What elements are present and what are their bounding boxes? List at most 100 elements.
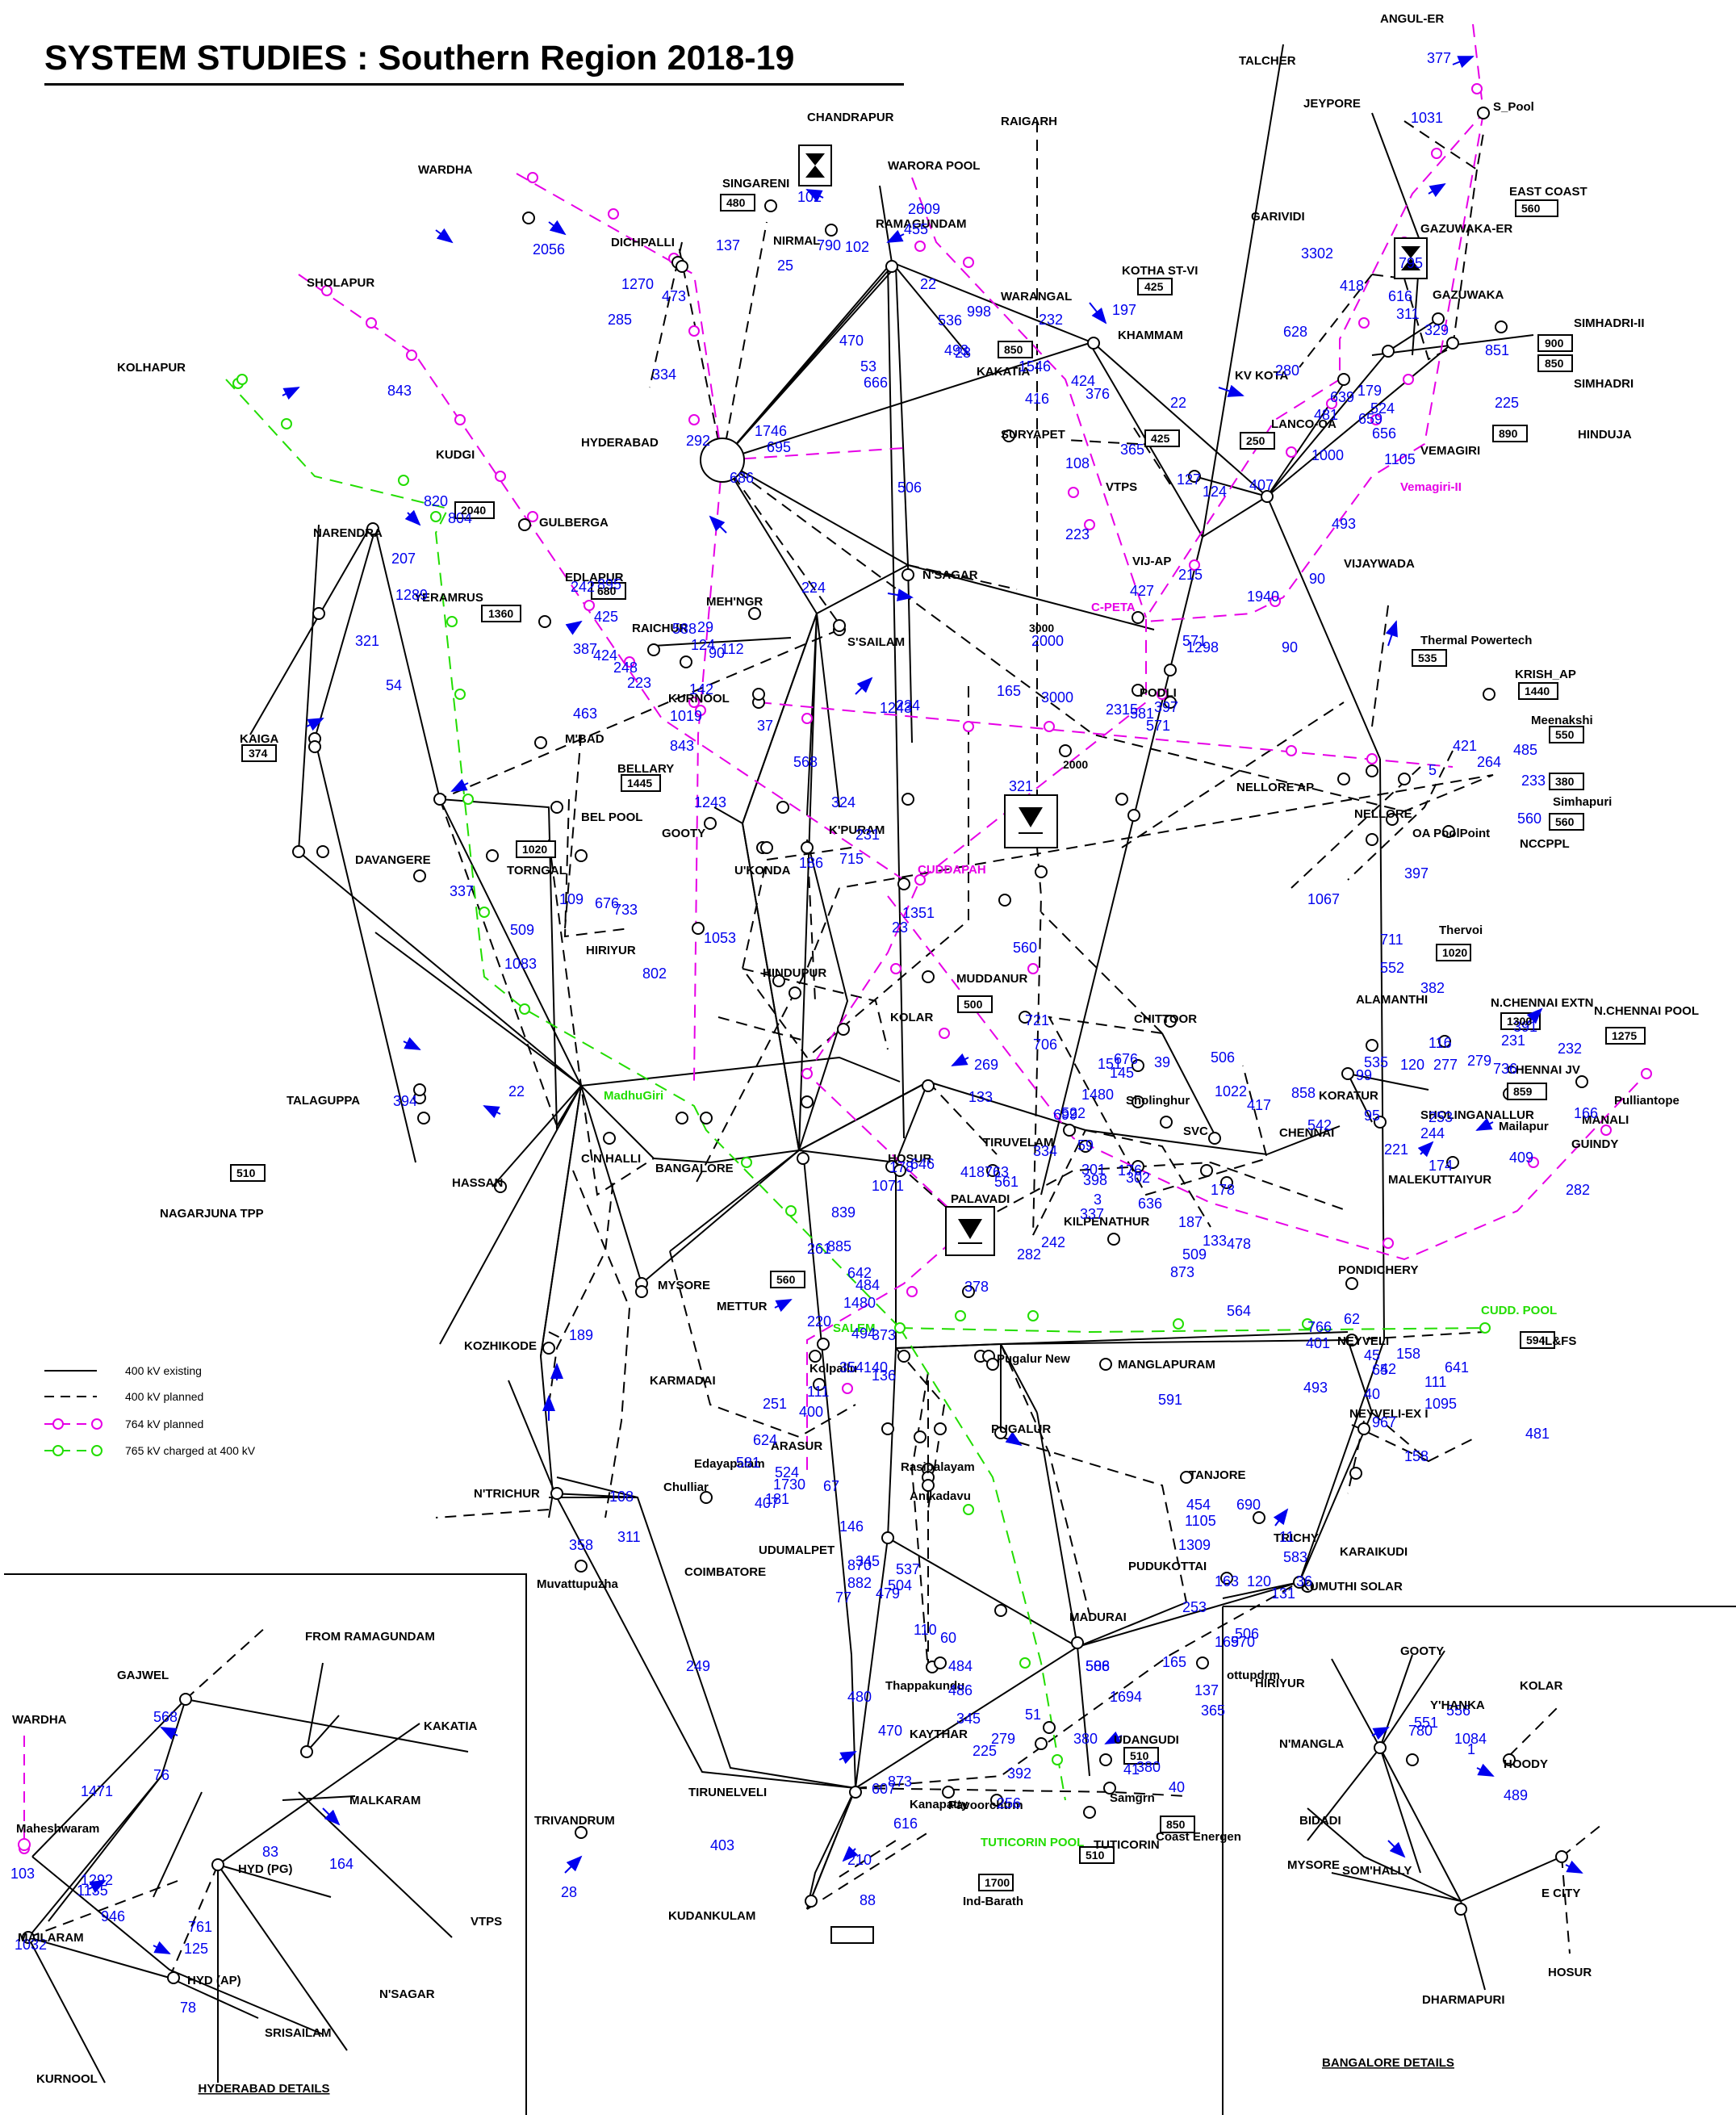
flow-value: 416 xyxy=(1025,391,1049,407)
flow-value: 1243 xyxy=(694,794,726,810)
flow-value: 233 xyxy=(1521,773,1546,789)
hyd-inset-node: MAILARAM xyxy=(18,1931,84,1945)
flow-value: 551 xyxy=(1414,1715,1438,1731)
flow-value: 870 xyxy=(847,1557,872,1573)
hyderabad-inset-nodes xyxy=(18,1693,313,1984)
substation-label: CUDDAPAH xyxy=(918,863,986,877)
substation-label: TALAGUPPA xyxy=(287,1094,360,1108)
flow-value: 1019 xyxy=(670,708,702,724)
flow-value: 124 xyxy=(1203,484,1227,500)
substation-label: Pulliantope xyxy=(1614,1094,1680,1108)
blr-inset-node: GOOTY xyxy=(1400,1644,1444,1658)
hyd-inset-node: N'SAGAR xyxy=(379,1987,435,2001)
substation-label: N'SAGAR xyxy=(922,568,978,582)
flow-value: 380 xyxy=(1073,1731,1098,1747)
substation-label: KURNOOL xyxy=(668,692,730,706)
flow-value: 2609 xyxy=(908,201,940,217)
substation-label: KOTHA ST-VI xyxy=(1122,264,1198,278)
substation-label: Mailapur xyxy=(1499,1120,1549,1133)
substation-label: WARANGAL xyxy=(1001,290,1072,304)
substation-label: KOLHAPUR xyxy=(117,361,186,375)
flow-value: 568 xyxy=(793,754,818,770)
flow-value: 537 xyxy=(896,1561,920,1577)
hyd-inset-node: MALKARAM xyxy=(349,1794,420,1807)
substation-label: TANJORE xyxy=(1189,1468,1246,1482)
flow-value: 561 xyxy=(994,1174,1019,1190)
flow-value: 690 xyxy=(1236,1497,1261,1513)
flow-value: 223 xyxy=(1065,526,1090,542)
flow-value: 656 xyxy=(1372,425,1396,442)
flow-value: 481 xyxy=(1525,1426,1550,1442)
flow-value: 186 xyxy=(799,855,823,871)
flow-value: 455 xyxy=(904,221,928,237)
flow-value: 1746 xyxy=(755,423,787,439)
capacity-value: 500 xyxy=(964,998,983,1011)
substation-label: VIJ-AP xyxy=(1132,555,1171,568)
flow-value: 178 xyxy=(889,1159,914,1175)
substation-label: Pugalur New xyxy=(997,1352,1070,1366)
flow-value: 242 xyxy=(1041,1234,1065,1250)
bangalore-inset-nodes xyxy=(1374,1741,1568,1916)
substation-label: C-PETA xyxy=(1091,601,1136,614)
flow-value: 642 xyxy=(847,1265,872,1281)
flow-value: 39 xyxy=(1154,1054,1170,1070)
flow-value: 493 xyxy=(1303,1380,1328,1396)
flow-value: 763 xyxy=(985,1164,1009,1180)
flow-value: 715 xyxy=(839,851,864,867)
substation-label: TIRUVELAM xyxy=(983,1136,1054,1150)
substation-label: GUINDY xyxy=(1571,1137,1618,1151)
flow-value: 221 xyxy=(1384,1141,1408,1158)
flow-value: 102 xyxy=(797,189,822,205)
flow-value: 242 xyxy=(571,579,595,595)
flow-value: 251 xyxy=(763,1396,787,1412)
substation-label: C N HALLI xyxy=(581,1152,641,1166)
flow-value: 1067 xyxy=(1307,891,1340,907)
substation-label: MANALI xyxy=(1582,1113,1629,1127)
flow-value: 646 xyxy=(910,1156,935,1172)
flow-value: 418 xyxy=(1340,278,1364,294)
substation-label: NEYVELI-EX I xyxy=(1349,1407,1429,1421)
hyd-inset-node: SRISAILAM xyxy=(265,2026,332,2040)
flow-value: 51 xyxy=(1025,1707,1041,1723)
flow-value: 552 xyxy=(1380,960,1404,976)
flow-value: 998 xyxy=(967,304,991,320)
bangalore-inset-dashed xyxy=(1508,1702,1603,1954)
flow-value: 398 xyxy=(1083,1172,1107,1188)
flow-value: 37 xyxy=(757,718,773,734)
blr-inset-node: HOODY xyxy=(1504,1757,1548,1771)
flow-value: 261 xyxy=(807,1241,831,1257)
flow-value: 403 xyxy=(710,1837,734,1853)
legend-planned: 400 kV planned xyxy=(125,1390,203,1403)
hyd-inset-node: HYD (PG) xyxy=(238,1862,293,1876)
flow-value: 873 xyxy=(888,1774,912,1790)
flow-value: 581 xyxy=(736,1455,760,1471)
flow-value: 3 xyxy=(1094,1192,1102,1208)
substation-label: TORNGAL xyxy=(507,864,567,877)
substation-label: NAGARJUNA TPP xyxy=(160,1207,264,1221)
flow-value: 425 xyxy=(594,609,618,625)
flow-value: 583 xyxy=(1283,1549,1307,1565)
flow-value: 67 xyxy=(823,1478,839,1494)
flow-value: 1 xyxy=(1467,1741,1475,1757)
flow-value: 382 xyxy=(1420,980,1445,996)
flow-value: 137 xyxy=(716,237,740,253)
flow-value: 133 xyxy=(1203,1233,1227,1249)
flow-value: 279 xyxy=(1467,1053,1491,1069)
substation-label: LANCO-OA xyxy=(1271,417,1337,431)
flow-value: 400 xyxy=(799,1404,823,1420)
flow-value: 334 xyxy=(652,366,676,383)
flow-value: 616 xyxy=(1388,288,1412,304)
substation-label: S'SAILAM xyxy=(847,635,905,649)
flow-value: 736 xyxy=(1493,1061,1517,1077)
flow-value: 165 xyxy=(997,683,1021,699)
flow-value: 108 xyxy=(1065,455,1090,471)
flow-value: 1031 xyxy=(1411,110,1443,126)
flow-value: 506 xyxy=(1211,1049,1235,1066)
substation-label: TRIVANDRUM xyxy=(534,1814,615,1828)
flow-value: 102 xyxy=(845,239,869,255)
flow-value: 25 xyxy=(777,258,793,274)
flow-value: 1071 xyxy=(872,1178,904,1194)
substation-label: KUMUTHI SOLAR xyxy=(1301,1580,1403,1594)
hvdc-boxes xyxy=(798,144,1428,1256)
